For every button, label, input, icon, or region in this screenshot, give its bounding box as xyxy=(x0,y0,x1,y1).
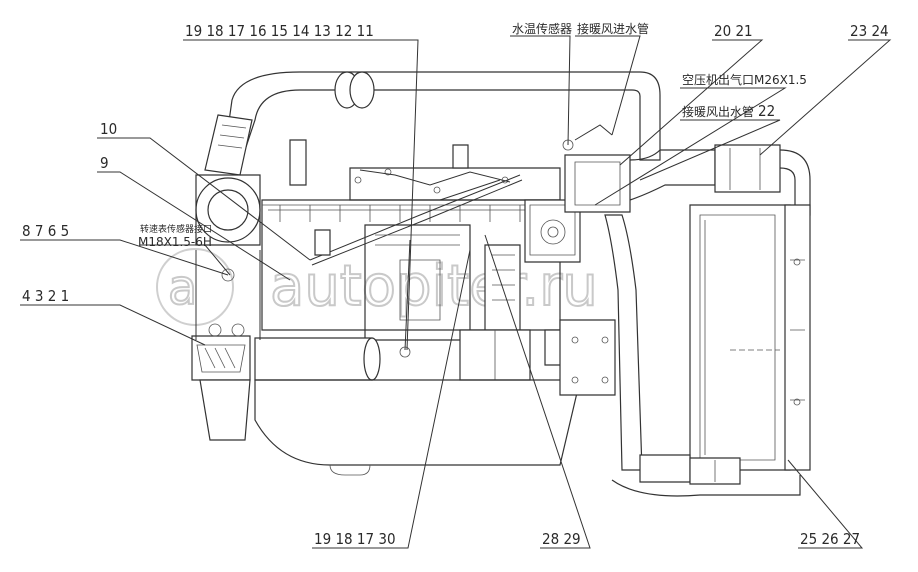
watermark-text: autopiter.ru xyxy=(270,254,598,319)
leader-9 xyxy=(97,171,291,281)
callout-compressor-outlet: 空压机出气口M26X1.5 xyxy=(682,72,807,87)
leader-8765 xyxy=(20,239,229,276)
watermark-logo: a xyxy=(168,260,197,316)
leader-20-21 xyxy=(619,39,764,166)
leader-top-left xyxy=(183,39,419,351)
callout-9: 9 xyxy=(100,154,109,172)
leader-4321 xyxy=(20,304,206,346)
watermark: a autopiter.ru xyxy=(156,248,599,326)
callout-8765: 8 7 6 5 xyxy=(22,222,69,240)
callout-top-right: 23 24 xyxy=(850,22,889,40)
callout-bottom-left: 19 18 17 30 xyxy=(314,530,396,548)
leader-lines xyxy=(20,35,892,549)
leader-heater-outlet xyxy=(639,119,781,181)
callout-10: 10 xyxy=(100,120,117,138)
callout-22: 22 xyxy=(758,102,775,120)
leader-bottom-left xyxy=(312,249,471,549)
callout-heater-outlet-pipe: 接暖风出水管 xyxy=(682,104,754,119)
callout-thread-spec: M18X1.5-6H xyxy=(138,235,212,249)
leader-10 xyxy=(97,137,311,261)
callout-speed-sensor-port: 转速表传感器接口 xyxy=(140,223,212,235)
leader-heater-inlet xyxy=(575,35,641,136)
callout-bottom-right: 25 26 27 xyxy=(800,530,860,548)
callout-bottom-mid: 28 29 xyxy=(542,530,581,548)
leader-water-temp xyxy=(510,35,571,146)
engine-body xyxy=(191,71,811,497)
callouts: 19 18 17 16 15 14 13 12 11 水温传感器 接暖风进水管 … xyxy=(22,21,889,548)
callout-4321: 4 3 2 1 xyxy=(22,287,69,305)
callout-top-left: 19 18 17 16 15 14 13 12 11 xyxy=(185,22,374,40)
leader-23-24 xyxy=(759,39,892,156)
leader-bottom-mid xyxy=(484,234,591,549)
leader-bottom-right xyxy=(787,459,864,549)
leader-thread-spec xyxy=(140,244,231,276)
leader-compressor xyxy=(594,87,787,206)
callout-heater-inlet-pipe: 接暖风进水管 xyxy=(577,21,649,36)
callout-water-temp-sensor: 水温传感器 xyxy=(512,21,572,36)
callout-top-mid: 20 21 xyxy=(714,22,753,40)
